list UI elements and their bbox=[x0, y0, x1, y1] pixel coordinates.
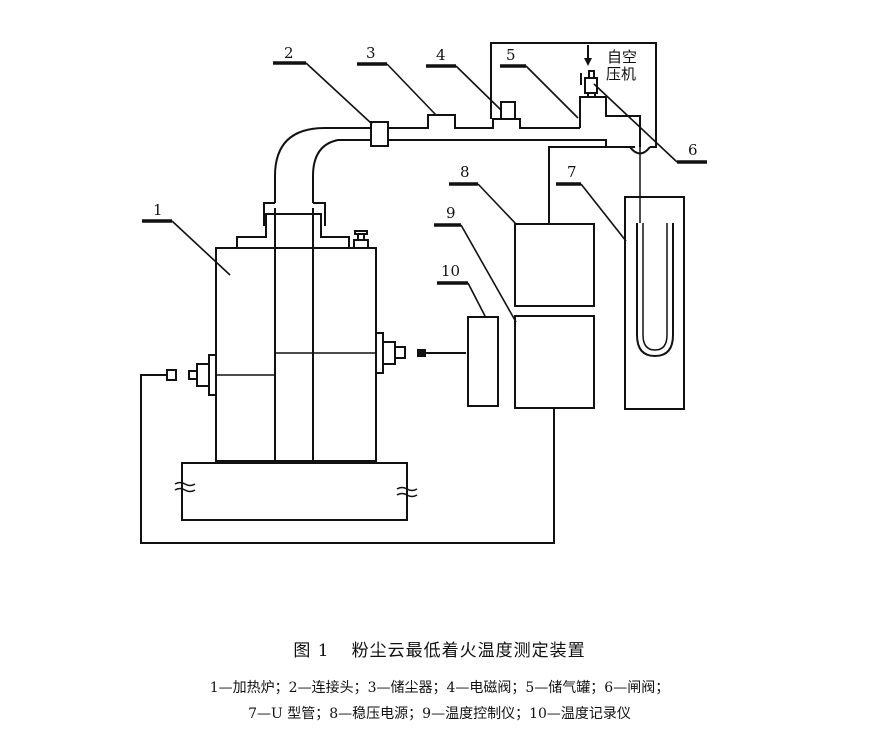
air-compressor-label-line2: 压机 bbox=[606, 65, 636, 83]
furnace-body bbox=[215, 247, 377, 462]
callout-label-3: 3 bbox=[366, 44, 376, 62]
figure-caption: 图 1 粉尘云最低着火温度测定装置 bbox=[0, 636, 879, 661]
gooseneck-outer bbox=[274, 127, 372, 203]
right-thermocouple-fitting bbox=[375, 332, 426, 374]
air-compressor-label-line1: 自空 bbox=[607, 48, 637, 66]
callout-3: 3 bbox=[357, 44, 437, 116]
callout-label-2: 2 bbox=[284, 44, 294, 62]
callout-10: 10 bbox=[437, 262, 486, 317]
callout-label-10: 10 bbox=[441, 262, 460, 280]
furnace-top-collar bbox=[236, 213, 350, 248]
callout-label-6: 6 bbox=[688, 141, 698, 159]
air-inflow-arrow-icon bbox=[584, 58, 592, 66]
callout-9: 9 bbox=[434, 204, 517, 323]
pipe-top-edge bbox=[388, 114, 497, 129]
air-inlet-valve bbox=[584, 70, 598, 98]
valve-seat bbox=[497, 118, 580, 129]
callout-2: 2 bbox=[273, 44, 373, 125]
callout-label-7: 7 bbox=[567, 163, 577, 181]
u-tube-board bbox=[624, 196, 685, 410]
figure-legend-line-1: 1—加热炉；2—连接头；3—储尘器；4—电磁阀；5—储气罐；6—闸阀； bbox=[209, 680, 670, 696]
u-tube-outer bbox=[636, 223, 674, 358]
callout-label-5: 5 bbox=[506, 46, 516, 64]
figure-title: 粉尘云最低着火温度测定装置 bbox=[351, 641, 586, 661]
callout-label-1: 1 bbox=[153, 201, 163, 219]
base-break-left-icon bbox=[174, 481, 196, 493]
furnace-base bbox=[181, 462, 408, 521]
left-thermocouple-fitting bbox=[166, 354, 217, 396]
callout-5: 5 bbox=[500, 46, 579, 119]
callout-label-8: 8 bbox=[460, 163, 470, 181]
callout-6: 6 bbox=[593, 83, 707, 164]
figure-legend-line-2: 7—U 型管；8—稳压电源；9—温度控制仪；10—温度记录仪 bbox=[248, 706, 631, 722]
dust-pipe bbox=[274, 45, 651, 203]
wire-thermocouple-to-controller bbox=[140, 374, 555, 544]
gas-tank bbox=[579, 96, 641, 147]
thermocouple-connector bbox=[417, 349, 426, 357]
callout-1: 1 bbox=[142, 201, 231, 276]
callout-4: 4 bbox=[426, 46, 502, 111]
callout-label-4: 4 bbox=[436, 46, 446, 64]
u-tube-inner bbox=[642, 223, 668, 351]
connector-joint bbox=[370, 121, 389, 147]
gooseneck-inner bbox=[312, 139, 372, 203]
heating-furnace bbox=[215, 202, 377, 462]
gas-tank-lower bbox=[582, 139, 607, 147]
callout-7: 7 bbox=[556, 163, 627, 242]
temperature-controller bbox=[514, 315, 595, 409]
apparatus-diagram: 1 2 3 4 5 6 7 8 9 10 bbox=[140, 42, 707, 544]
control-wire-loop bbox=[490, 42, 657, 148]
callout-label-9: 9 bbox=[446, 204, 456, 222]
temperature-recorder bbox=[467, 316, 499, 407]
stabilized-power-supply bbox=[514, 223, 595, 307]
base-break-right-icon bbox=[396, 486, 418, 498]
furnace-top-flange bbox=[263, 202, 326, 226]
furnace-top-knob bbox=[353, 230, 369, 249]
u-tube-manometer bbox=[624, 196, 685, 410]
figure-number: 图 1 bbox=[293, 641, 330, 661]
callout-8: 8 bbox=[449, 163, 517, 225]
solenoid-valve bbox=[500, 101, 516, 120]
